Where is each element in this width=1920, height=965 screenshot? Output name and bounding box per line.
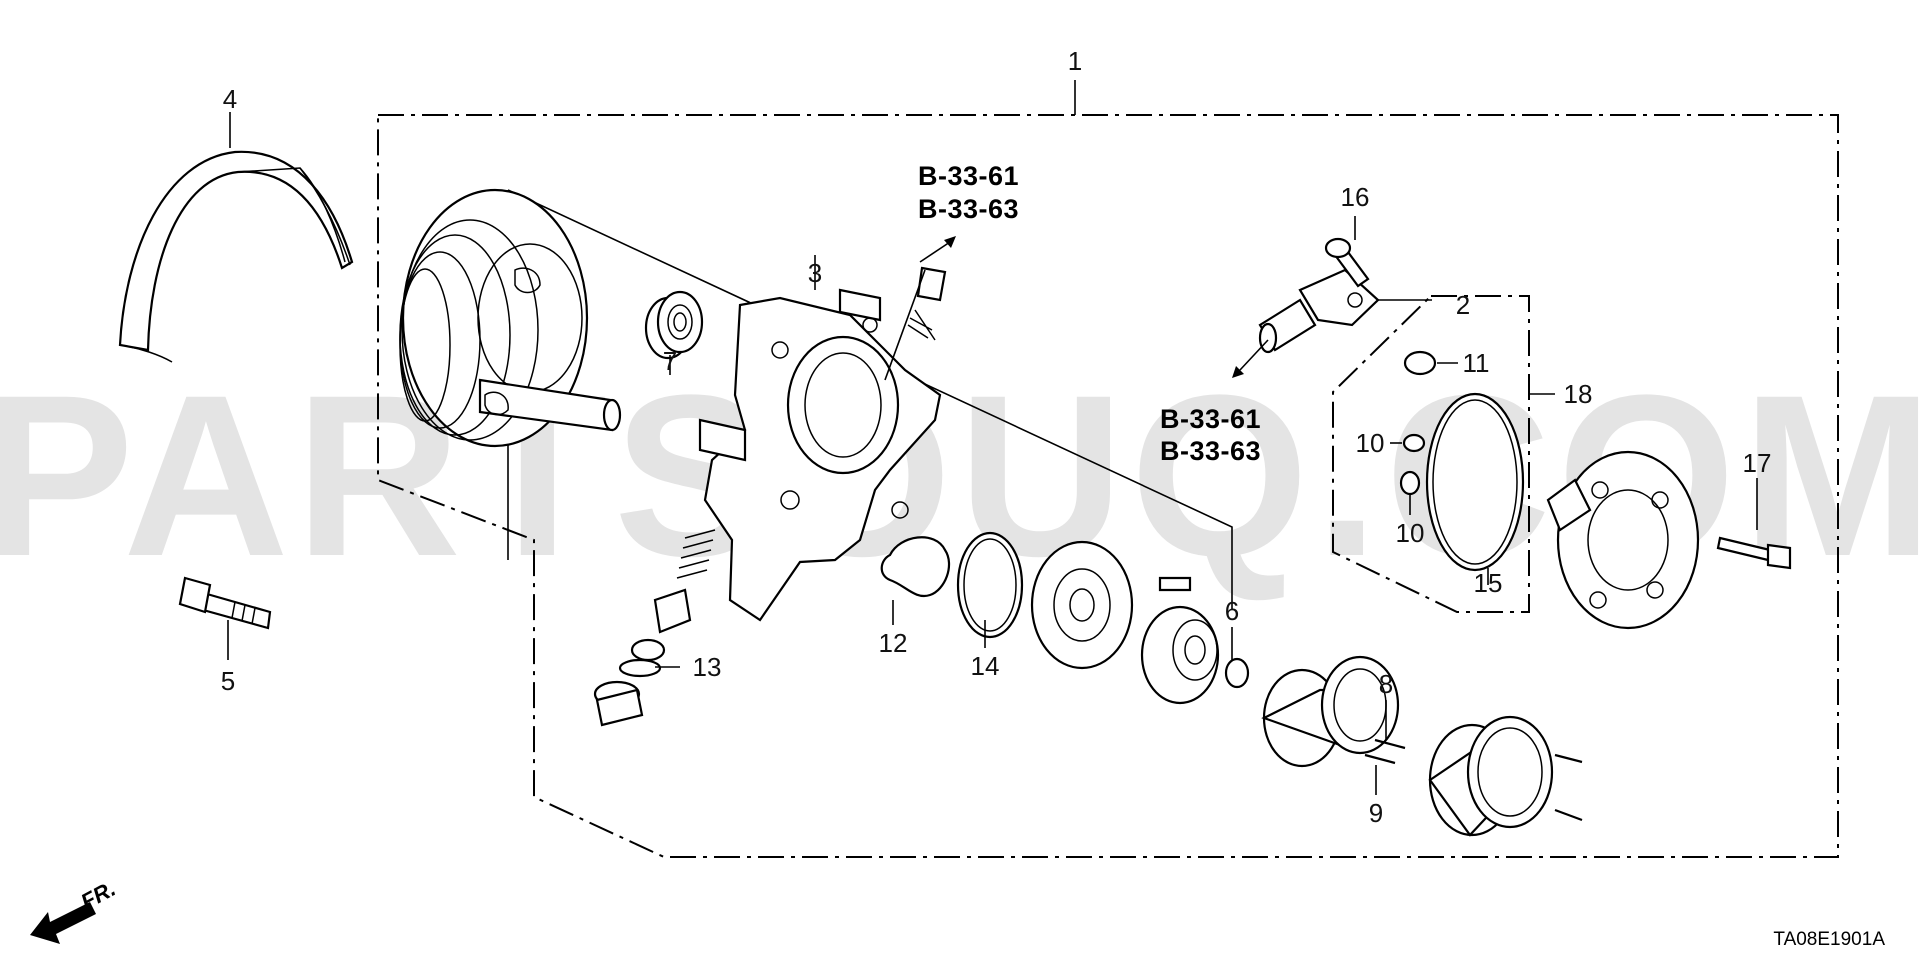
ref-arrow-a [919,236,956,263]
flow-valve-top [884,266,947,381]
bolt-16 [1324,237,1370,288]
drive-belt [118,150,354,363]
rotor [1140,576,1220,705]
o-ring-14 [956,531,1024,639]
reference-b1[interactable]: B-33-61 [1160,404,1261,434]
callout-13: 13 [693,652,722,682]
callout-8: 8 [1379,669,1393,699]
bolt-17 [1716,536,1792,570]
callout-12: 12 [879,628,908,658]
pulley [399,188,622,448]
rear-cover [1546,450,1700,630]
pump-housing [698,288,942,622]
assembly-outline [377,114,1839,858]
callout-6: 6 [1225,596,1239,626]
relief-valve-set [593,529,716,727]
reference-a2[interactable]: B-33-63 [918,194,1019,224]
callout-15: 15 [1474,568,1503,598]
callout-10-lower: 10 [1396,518,1425,548]
callout-7: 7 [663,346,677,376]
bolt-5 [178,576,272,630]
callout-16: 16 [1341,182,1370,212]
callout-18: 18 [1564,379,1593,409]
reference-a1[interactable]: B-33-61 [918,161,1019,191]
ref-arrow-b [1232,339,1269,378]
callout-4: 4 [223,84,237,114]
o-ring-15 [1425,392,1525,572]
bearing [644,290,704,360]
diagram-code: TA08E1901A [1773,929,1885,950]
subassembly-18-outline [1332,295,1530,613]
pins [1364,738,1406,765]
callout-9: 9 [1369,798,1383,828]
gasket-12 [880,536,951,598]
callout-1: 1 [1068,46,1082,76]
reference-b2[interactable]: B-33-63 [1160,436,1261,466]
callout-3: 3 [808,258,822,288]
callout-11: 11 [1463,348,1490,378]
callout-2: 2 [1456,290,1470,320]
seal-10-lower [1399,470,1421,496]
side-plate [1030,540,1134,670]
arrow-left-down-icon [30,902,96,944]
callout-10-upper: 10 [1356,428,1385,458]
rear-ring [1428,715,1583,837]
snap-ring-6 [1224,657,1250,689]
o-ring-11 [1403,350,1437,376]
callout-17: 17 [1743,448,1772,478]
seal-10-upper [1402,433,1426,453]
cam-ring [1261,655,1400,768]
callout-14: 14 [971,651,1000,681]
callout-5: 5 [221,666,235,696]
